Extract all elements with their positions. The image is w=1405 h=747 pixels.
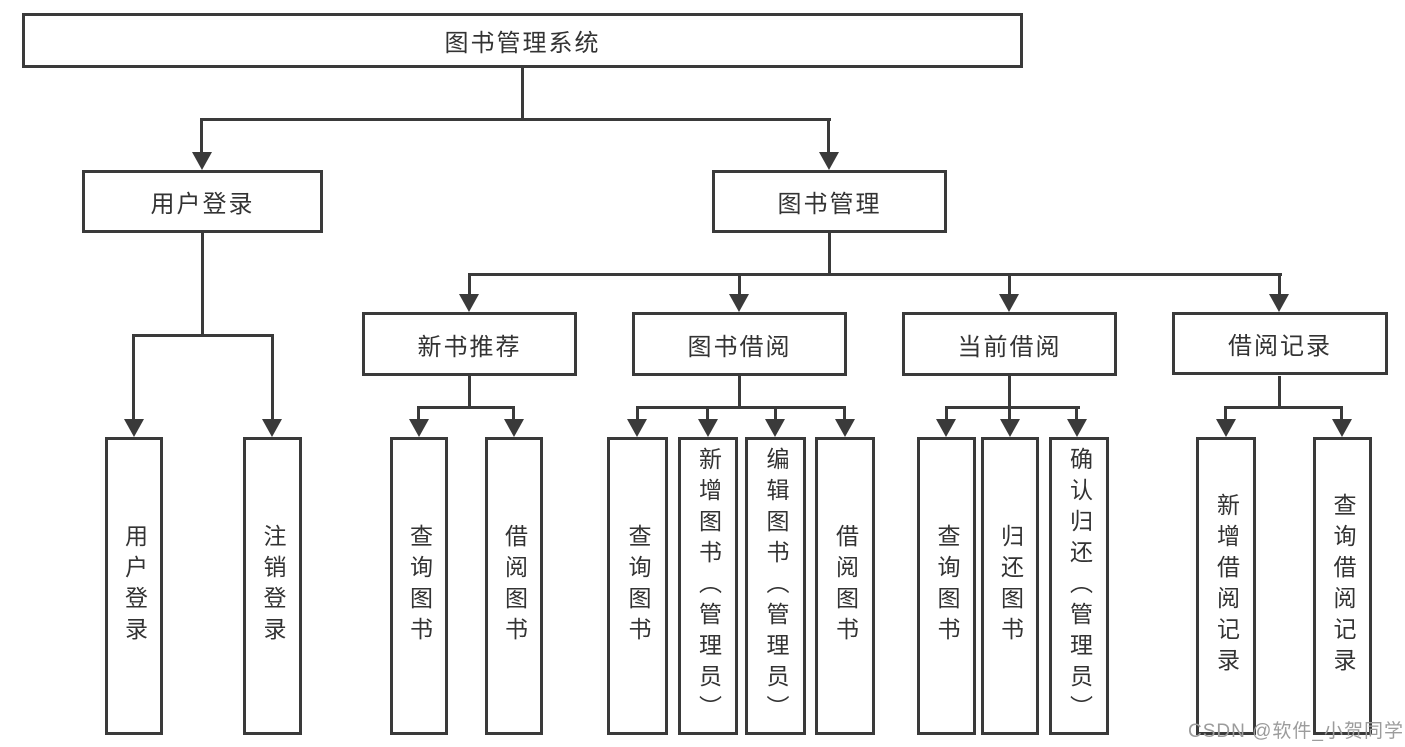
arrowhead-icon: [1067, 419, 1087, 437]
leaf-label: 查询图书: [934, 524, 960, 648]
node-label: 图书借阅: [687, 333, 792, 361]
node-book-management: 图书管理: [712, 170, 947, 233]
arrowhead-icon: [936, 419, 956, 437]
connector-line: [200, 121, 203, 154]
leaf-user-login: 用户登录: [105, 437, 163, 735]
arrowhead-icon: [1000, 419, 1020, 437]
connector-line: [1008, 376, 1011, 409]
arrowhead-icon: [262, 419, 282, 437]
connector-line: [945, 406, 1080, 409]
connector-line: [828, 233, 831, 273]
leaf-label: 新增借阅记录: [1213, 493, 1240, 679]
connector-line: [1008, 409, 1011, 420]
connector-line: [468, 273, 1282, 276]
connector-line: [636, 406, 846, 409]
leaf-label: 用户登录: [121, 524, 148, 648]
connector-line: [636, 409, 639, 420]
leaf-label: 注销登录: [260, 524, 286, 648]
node-library-management-system: 图书管理系统: [22, 13, 1023, 68]
connector-line: [1278, 276, 1281, 295]
node-label: 图书管理系统: [444, 30, 601, 57]
leaf-query-borrow-record: 查询借阅记录: [1313, 437, 1372, 735]
leaf-logout: 注销登录: [243, 437, 302, 735]
connector-line: [738, 376, 741, 409]
arrowhead-icon: [819, 152, 839, 170]
leaf-label: 归还图书: [997, 524, 1024, 648]
arrowhead-icon: [192, 152, 212, 170]
connector-line: [417, 406, 515, 409]
connector-line: [201, 233, 204, 334]
connector-line: [706, 409, 709, 420]
node-user-login-branch: 用户登录: [82, 170, 323, 233]
leaf-query-books-recommend: 查询图书: [390, 437, 448, 735]
leaf-add-borrow-record: 新增借阅记录: [1196, 437, 1256, 735]
node-book-borrow: 图书借阅: [632, 312, 847, 376]
connector-line: [271, 337, 274, 420]
leaf-label: 借阅图书: [832, 524, 859, 648]
leaf-borrow-books: 借阅图书: [815, 437, 875, 735]
connector-line: [1224, 406, 1343, 409]
arrowhead-icon: [729, 294, 749, 312]
connector-line: [945, 409, 948, 420]
connector-line: [200, 118, 831, 121]
node-label: 图书管理: [777, 191, 882, 218]
leaf-label: 借阅图书: [501, 524, 528, 648]
arrowhead-icon: [1216, 419, 1236, 437]
connector-line: [1224, 409, 1227, 420]
connector-line: [468, 276, 471, 295]
arrowhead-icon: [999, 294, 1019, 312]
arrowhead-icon: [765, 419, 785, 437]
connector-line: [132, 337, 135, 420]
connector-line: [1008, 276, 1011, 295]
arrowhead-icon: [504, 419, 524, 437]
connector-line: [827, 121, 830, 154]
connector-line: [468, 376, 471, 409]
connector-line: [512, 409, 515, 420]
leaf-return-books: 归还图书: [981, 437, 1039, 735]
arrowhead-icon: [1269, 294, 1289, 312]
arrowhead-icon: [627, 419, 647, 437]
arrowhead-icon: [124, 419, 144, 437]
node-label: 新书推荐: [417, 333, 522, 361]
node-label: 用户登录: [150, 191, 255, 218]
node-new-book-recommend: 新书推荐: [362, 312, 577, 376]
connector-line: [843, 409, 846, 420]
node-current-borrow: 当前借阅: [902, 312, 1117, 376]
connector-line: [132, 334, 274, 337]
connector-line: [417, 409, 420, 420]
connector-line: [1075, 409, 1078, 420]
arrowhead-icon: [459, 294, 479, 312]
leaf-label: 查询图书: [625, 524, 651, 648]
leaf-edit-books-admin: 编辑图书（管理员）: [745, 437, 806, 735]
arrowhead-icon: [835, 419, 855, 437]
connector-line: [521, 68, 524, 118]
node-label: 当前借阅: [957, 333, 1062, 361]
connector-line: [774, 409, 777, 420]
connector-line: [1340, 409, 1343, 420]
arrowhead-icon: [409, 419, 429, 437]
connector-line: [738, 276, 741, 295]
leaf-query-books-current: 查询图书: [917, 437, 976, 735]
leaf-query-books-borrow: 查询图书: [607, 437, 668, 735]
leaf-confirm-return-admin: 确认归还（管理员）: [1049, 437, 1109, 735]
leaf-add-books-admin: 新增图书（管理员）: [678, 437, 738, 735]
connector-line: [1278, 376, 1281, 409]
leaf-borrow-books-recommend: 借阅图书: [485, 437, 543, 735]
node-label: 借阅记录: [1228, 333, 1332, 360]
leaf-label: 查询图书: [406, 524, 433, 648]
leaf-label: 确认归还（管理员）: [1066, 446, 1093, 726]
node-borrow-records: 借阅记录: [1172, 312, 1388, 375]
leaf-label: 查询借阅记录: [1330, 493, 1356, 679]
arrowhead-icon: [1332, 419, 1352, 437]
csdn-watermark: CSDN @软件_小贺同学: [1188, 721, 1404, 742]
leaf-label: 编辑图书（管理员）: [763, 446, 789, 726]
arrowhead-icon: [698, 419, 718, 437]
leaf-label: 新增图书（管理员）: [695, 446, 722, 726]
